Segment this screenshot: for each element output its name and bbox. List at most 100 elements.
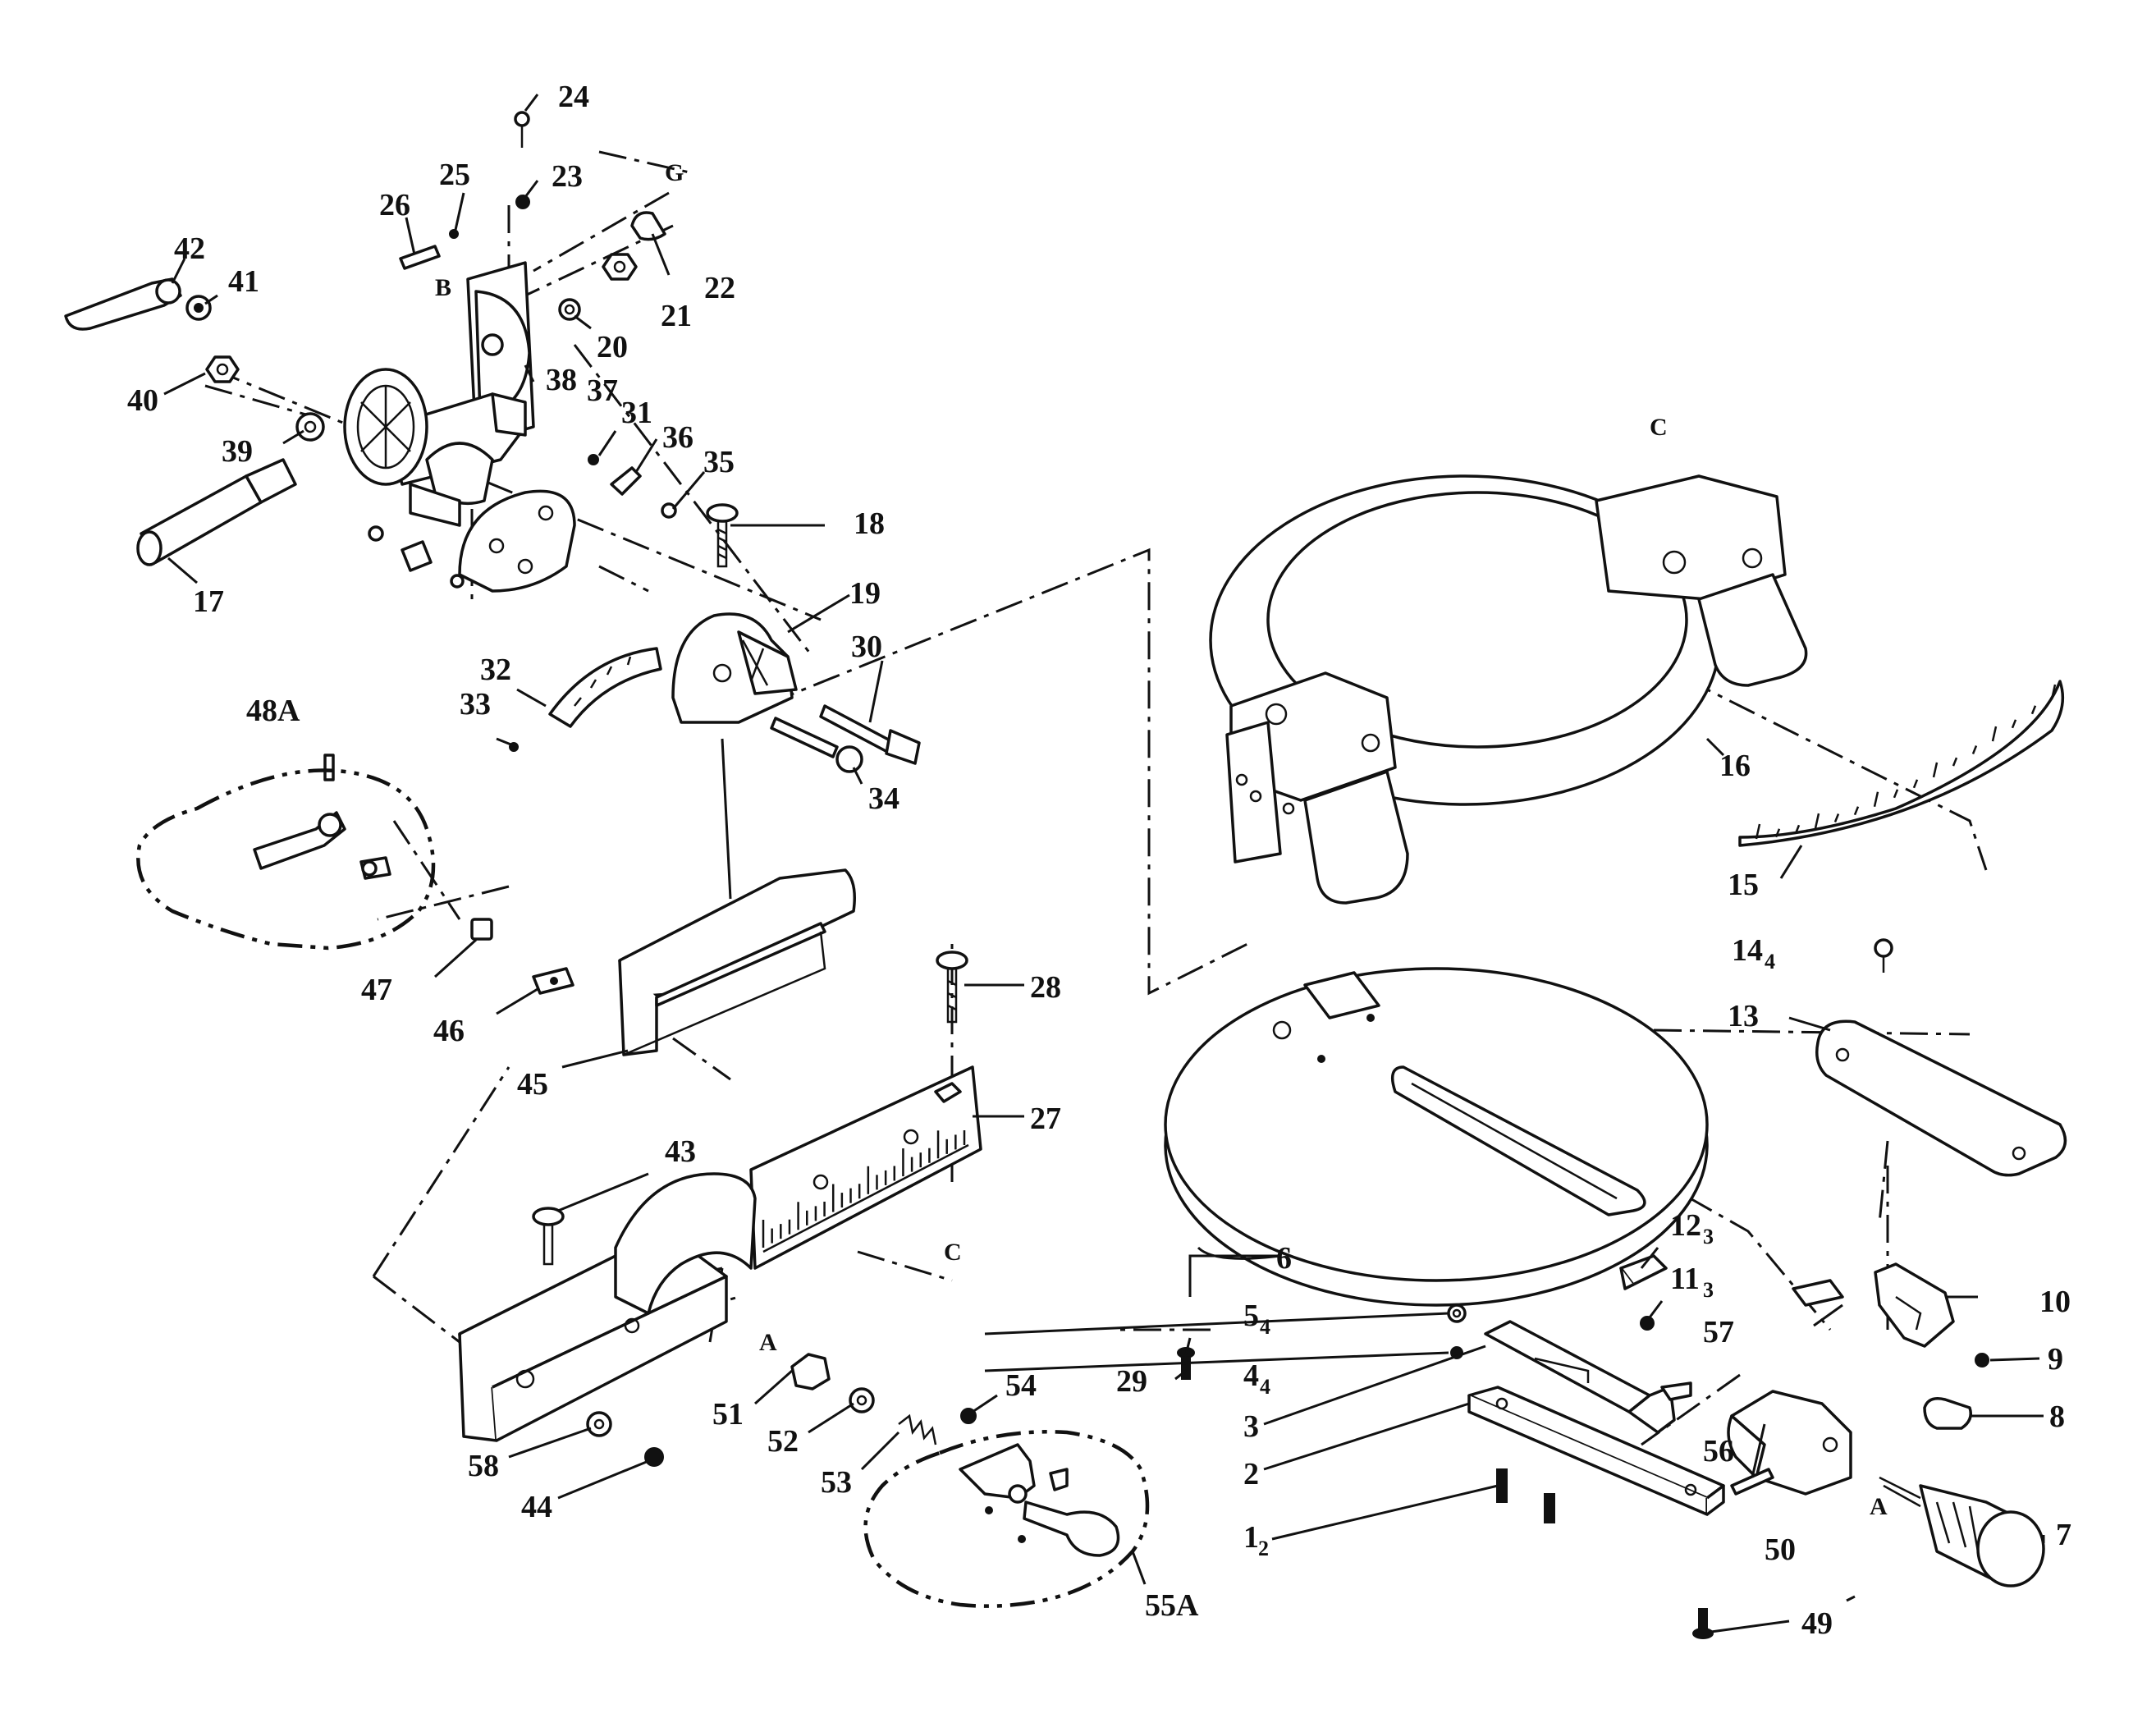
label-1: 1 2 [1243,1520,1269,1560]
part-8-pad [1923,1397,1972,1430]
label-38: 38 [546,363,577,397]
label-34: 34 [868,781,899,816]
label-36: 36 [662,420,693,455]
label-51: 51 [712,1397,744,1432]
svg-text:4: 4 [1260,1315,1270,1339]
part-45-fence-extension [618,868,856,1056]
label-46: 46 [433,1014,465,1048]
label-9: 9 [2048,1342,2063,1377]
part-28-screw [936,951,968,1024]
svg-text:12: 12 [1670,1208,1701,1243]
label-39: 39 [222,434,253,469]
miter-tick [1932,762,1939,778]
miter-scale-ticks [1755,684,2057,840]
svg-text:3: 3 [1703,1278,1714,1302]
label-31: 31 [621,396,652,430]
part-36-spring-plate [610,466,642,496]
part-5-washer [1447,1303,1467,1323]
part-55a-miter-lock-assembly [959,1443,1120,1557]
part-43-screw [532,1207,565,1266]
part-58-washer [586,1411,612,1437]
label-18: 18 [854,506,885,541]
part-25-clip [449,229,459,239]
label-28: 28 [1030,970,1061,1005]
part-40-nut [205,355,240,383]
label-6: 6 [1276,1241,1292,1276]
part-32-bevel-scale [548,647,662,728]
label-37: 37 [587,373,618,408]
label-52: 52 [767,1424,799,1459]
part-27-fence-right [749,1065,982,1270]
leader-lines [163,94,2045,1633]
label-55a: 55A [1145,1588,1199,1623]
part-19-bevel-lock [671,612,798,724]
miter-tick [1833,813,1840,822]
label-20: 20 [597,330,628,364]
label-56: 56 [1703,1434,1734,1468]
label-10: 10 [2039,1285,2071,1319]
miter-tick [1774,828,1781,838]
tag-c-bottom: C [944,1239,962,1266]
callout-ring-55a [863,1430,1150,1608]
miter-tick [1755,823,1761,840]
label-21: 21 [661,299,692,333]
part-22-knob [630,211,666,241]
label-26: 26 [379,188,410,222]
label-47: 47 [361,973,392,1007]
miter-tick [1873,791,1879,808]
part-53-spring [898,1413,937,1445]
miter-tick [1912,779,1919,789]
label-4: 4 4 [1243,1358,1270,1399]
part-20-washer [558,298,581,321]
reference-letter-tags: A A B C C G [435,159,1888,1520]
label-41: 41 [228,264,259,299]
label-22: 22 [704,271,735,305]
label-43: 43 [665,1134,696,1169]
part-10-handle [1874,1262,1955,1348]
part-11-screw [1640,1316,1655,1331]
part-38-bevel-bracket [343,261,535,527]
label-27: 27 [1030,1102,1061,1136]
part-46-plate [532,967,574,995]
label-45: 45 [517,1067,548,1102]
svg-text:1: 1 [1243,1520,1259,1555]
svg-text:3: 3 [1703,1225,1714,1248]
label-29: 29 [1116,1364,1147,1399]
part-56-pin [1730,1468,1774,1496]
label-35: 35 [703,445,735,479]
label-58: 58 [468,1449,499,1483]
tag-c-top: C [1650,414,1668,441]
part-21-nut [602,253,638,281]
part-3-detent-bracket [1484,1320,1692,1434]
part-16-base [1209,474,1808,905]
label-40: 40 [127,383,158,418]
label-13: 13 [1728,999,1759,1033]
part-23-ball [515,195,530,209]
tag-g: G [665,159,684,186]
part-41-washer [185,295,212,321]
tag-a-left: A [759,1329,777,1356]
part-small-hardware [368,525,465,589]
part-51-knob [790,1353,831,1390]
part-34-bolt [770,717,863,773]
part-2-detent-rail [1467,1386,1725,1516]
miter-tick [1814,813,1820,829]
fence-scale-ticks [762,1130,966,1248]
svg-text:4: 4 [1243,1358,1259,1393]
label-8: 8 [2049,1400,2065,1434]
label-44: 44 [521,1490,552,1524]
label-49: 49 [1801,1606,1833,1641]
part-52-washer [849,1387,875,1413]
label-19: 19 [849,576,881,611]
miter-tick [1952,757,1958,767]
label-14: 14 4 [1732,933,1775,974]
tag-a-right: A [1870,1493,1888,1520]
part-42-lock-lever [64,277,182,331]
label-17: 17 [193,584,224,619]
label-3: 3 [1243,1409,1259,1444]
label-57: 57 [1703,1315,1734,1349]
part-6-turntable [1164,967,1709,1307]
part-39-washer [295,412,325,442]
part-54-screw [960,1408,977,1424]
